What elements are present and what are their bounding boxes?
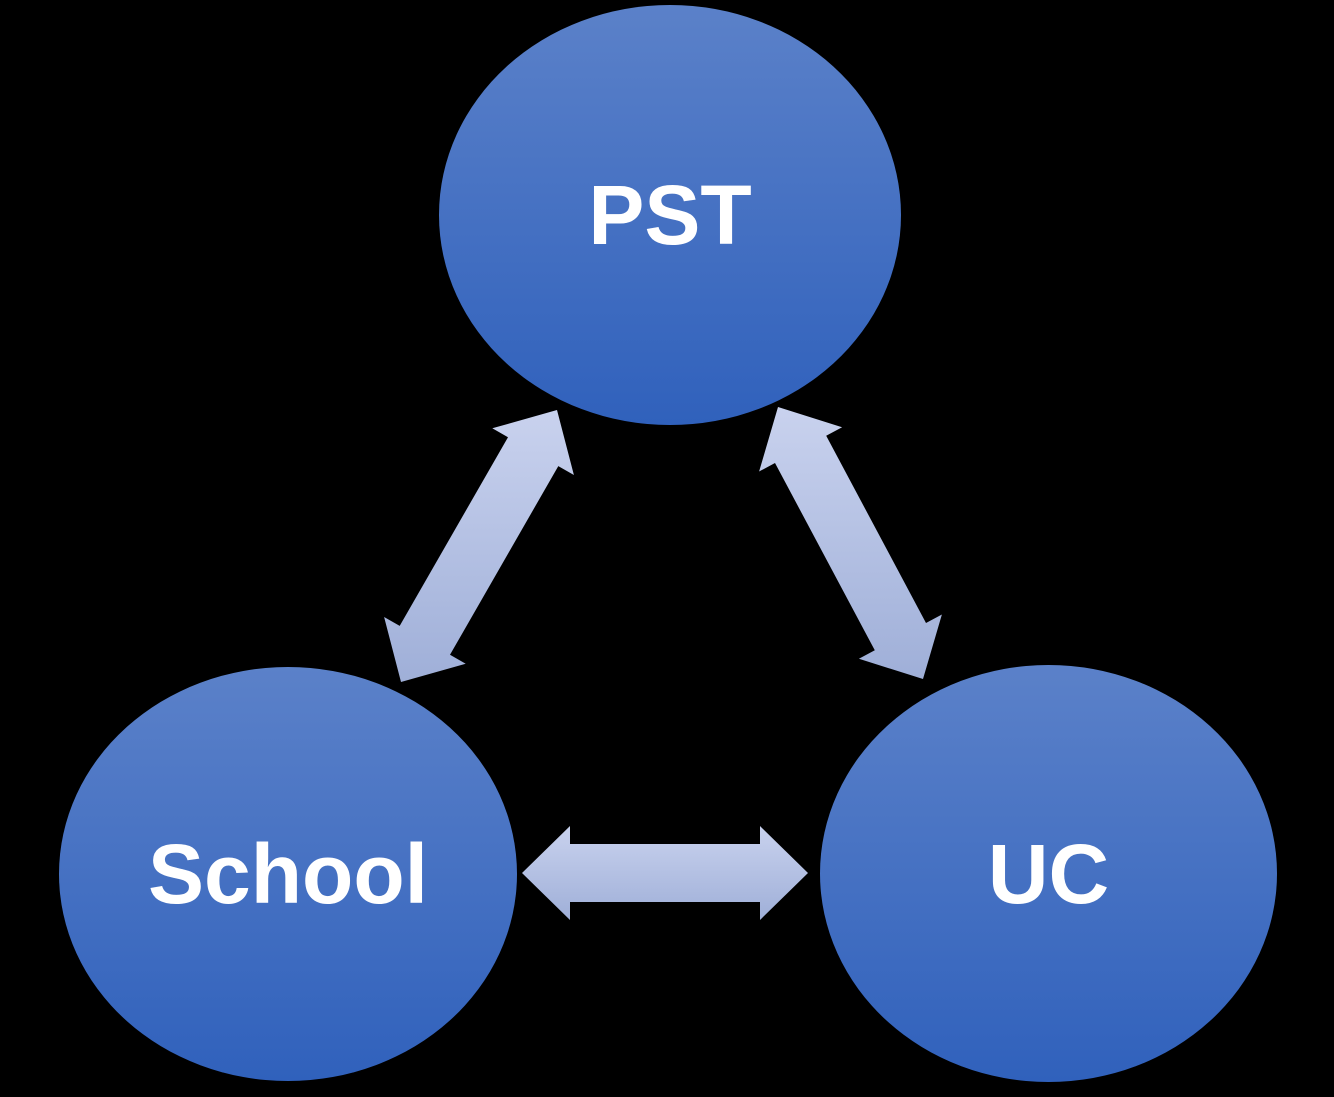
edge-school-uc-double-arrow-icon	[522, 826, 808, 920]
edge-pst-uc-double-arrow-icon	[759, 407, 942, 679]
node-uc-label: UC	[987, 826, 1110, 921]
edge-pst-school-double-arrow-icon	[384, 410, 574, 682]
node-school: School	[59, 667, 517, 1081]
node-pst: PST	[439, 5, 901, 425]
node-pst-label: PST	[588, 168, 752, 262]
node-uc: UC	[820, 665, 1277, 1082]
node-school-label: School	[147, 827, 428, 921]
